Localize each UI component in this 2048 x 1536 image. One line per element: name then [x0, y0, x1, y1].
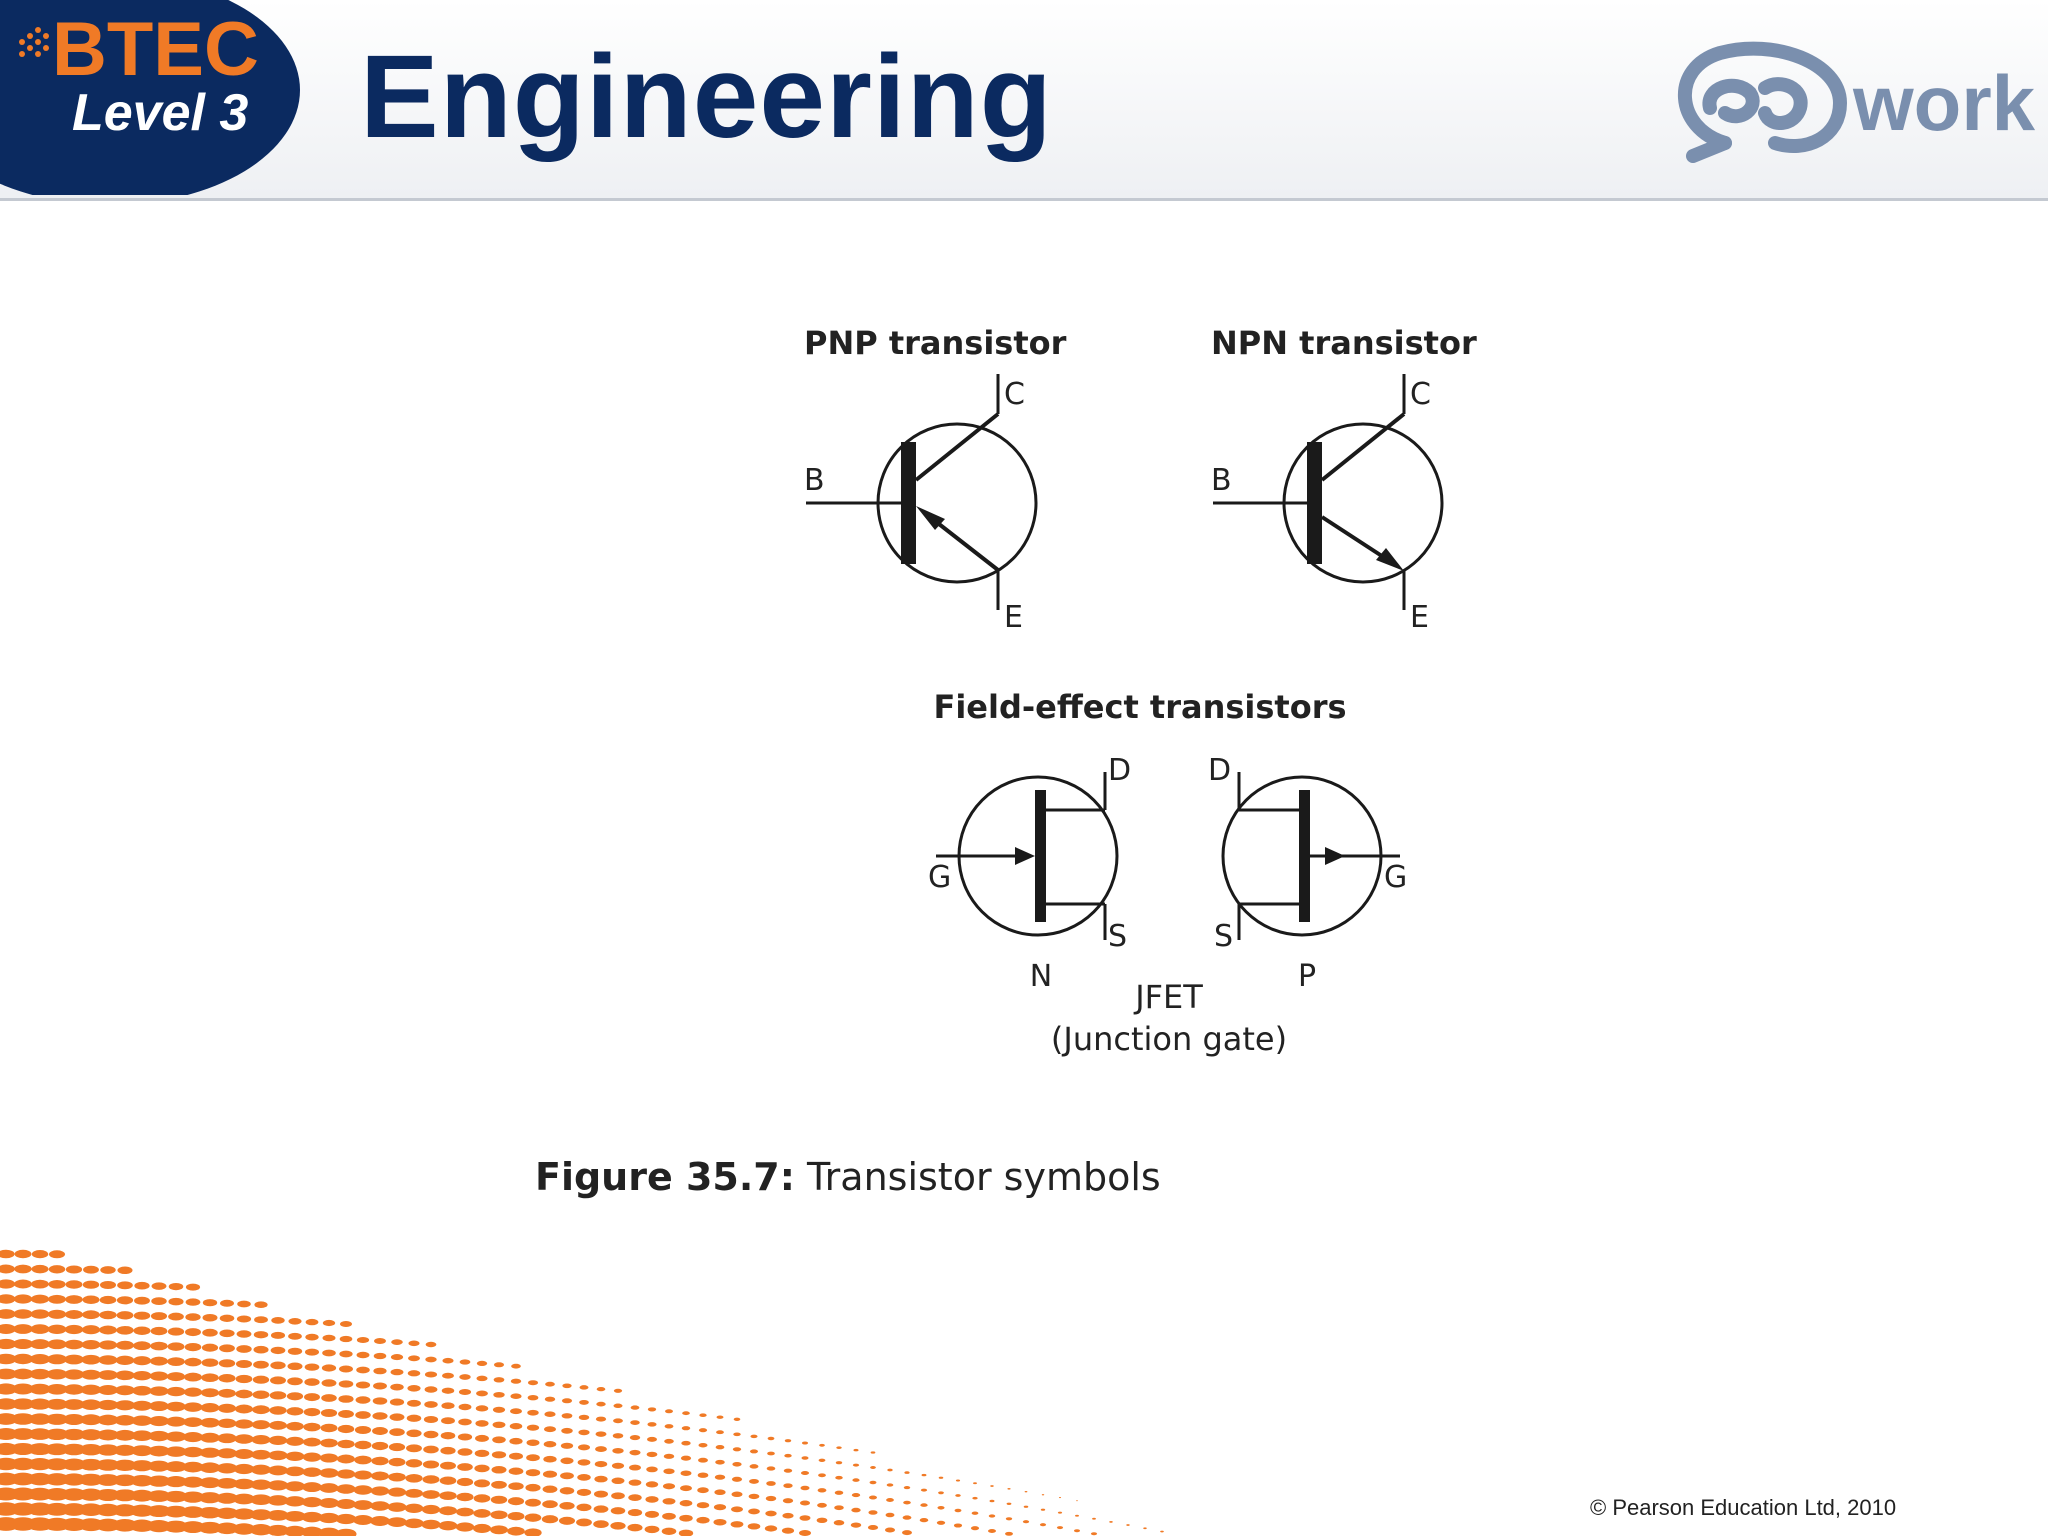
npn-symbol: [1213, 374, 1444, 610]
p-jfet-gate-label: G: [1384, 860, 1407, 895]
btec-text: BTEC: [52, 7, 259, 92]
p-channel-jfet-symbol: [1221, 772, 1400, 940]
n-jfet-gate-label: G: [928, 860, 951, 895]
npn-title: NPN transistor: [1211, 324, 1477, 362]
npn-collector-label: C: [1410, 377, 1431, 412]
page-title: Engineering: [360, 31, 1053, 163]
orange-halftone-decoration: [0, 1249, 1164, 1536]
pnp-title: PNP transistor: [804, 324, 1067, 362]
jfet-label: JFET: [1133, 978, 1203, 1016]
btec-logo: BTEC Level 3: [0, 0, 300, 195]
pnp-symbol: [806, 374, 1038, 610]
n-jfet-drain-label: D: [1108, 753, 1131, 788]
fet-title: Field-effect transistors: [933, 688, 1346, 726]
p-jfet-source-label: S: [1214, 919, 1233, 954]
copyright-notice: © Pearson Education Ltd, 2010: [1590, 1495, 1897, 1520]
level-text: Level 3: [72, 84, 248, 142]
p-channel-label: P: [1298, 959, 1316, 994]
work-logo: work: [1677, 41, 2035, 163]
n-channel-label: N: [1030, 959, 1052, 994]
logo-word: work: [1852, 59, 2035, 147]
npn-base-label: B: [1211, 463, 1232, 498]
p-jfet-drain-label: D: [1208, 753, 1231, 788]
npn-emitter-label: E: [1410, 600, 1429, 635]
pnp-base-label: B: [804, 463, 825, 498]
transistor-symbols-diagram: PNP transistor NPN transistor B C E B C …: [804, 324, 1477, 1058]
figure-caption: Figure 35.7: Transistor symbols: [535, 1155, 1161, 1199]
figure-number: Figure 35.7:: [535, 1155, 795, 1199]
n-jfet-source-label: S: [1108, 919, 1127, 954]
n-channel-jfet-symbol: [936, 772, 1119, 940]
figure-caption-text: Transistor symbols: [807, 1155, 1161, 1199]
pnp-collector-label: C: [1004, 377, 1025, 412]
jfet-sublabel: (Junction gate): [1051, 1020, 1287, 1058]
pnp-emitter-label: E: [1004, 600, 1023, 635]
